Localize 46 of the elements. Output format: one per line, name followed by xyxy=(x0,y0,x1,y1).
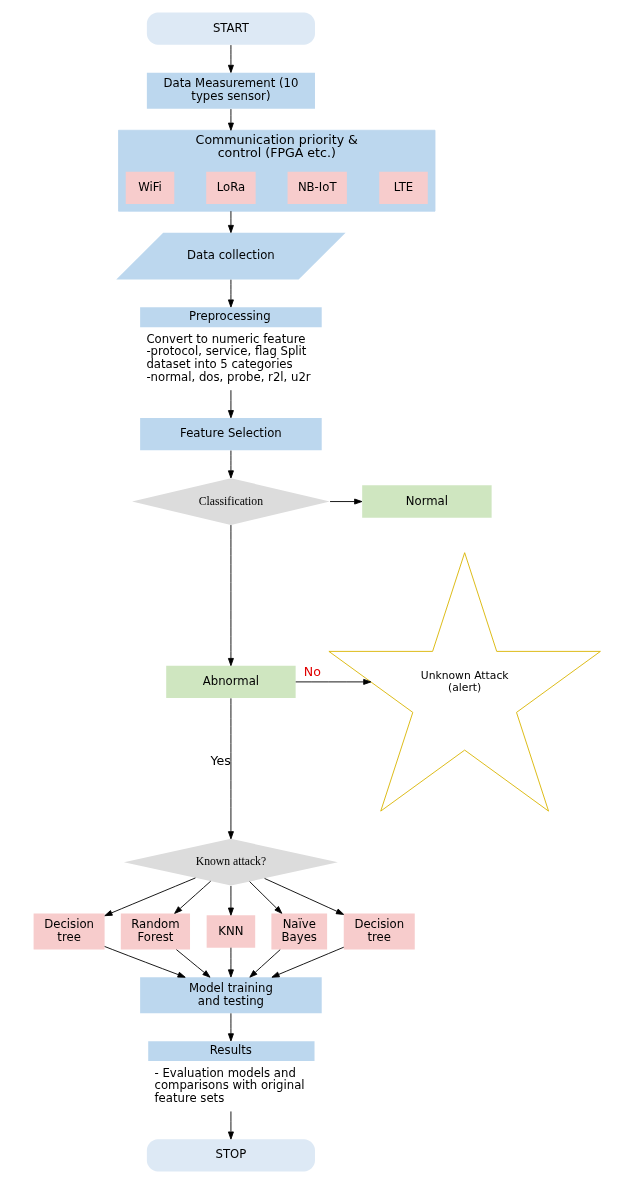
node-diamond: Known attack? xyxy=(123,838,338,886)
arrow xyxy=(227,108,234,131)
node-box: LTE xyxy=(379,171,428,204)
arrow xyxy=(227,1111,234,1140)
arrow xyxy=(227,1012,234,1042)
arrow xyxy=(227,947,234,978)
node-box: Results xyxy=(148,1041,315,1061)
arrow xyxy=(176,949,211,978)
arrow xyxy=(227,389,234,419)
arrow xyxy=(227,885,234,916)
node-diamond: Classification xyxy=(132,478,330,525)
arrow xyxy=(227,210,234,233)
node-box: START xyxy=(146,12,315,45)
node-box: Preprocessing xyxy=(140,307,322,328)
edge-label: Yes xyxy=(210,752,231,768)
arrow xyxy=(329,498,363,505)
arrow xyxy=(227,450,234,479)
arrow xyxy=(264,878,345,915)
node-box: Random Forest xyxy=(120,913,190,950)
arrow xyxy=(249,949,281,978)
node-box: Normal xyxy=(362,485,492,518)
arrow xyxy=(227,697,234,840)
arrow xyxy=(227,524,234,667)
arrow xyxy=(295,678,372,685)
edge-label: No xyxy=(303,663,321,679)
arrow xyxy=(227,44,234,73)
node-box: WiFi xyxy=(125,171,175,204)
node-box: Feature Selection xyxy=(140,417,322,451)
node-label: Convert to numeric feature -protocol, service, flag Split dataset into 5 categories -normal, dos, probe, r2l, u2r xyxy=(146,331,311,384)
node-box: NB-IoT xyxy=(287,171,347,204)
arrow xyxy=(227,279,234,308)
node-label: - Evaluation models and comparisons with original feature sets xyxy=(154,1065,305,1105)
arrow xyxy=(174,880,212,914)
node-box: Model training and testing xyxy=(140,977,322,1014)
node-box: STOP xyxy=(146,1139,315,1172)
node-box: Decision tree xyxy=(33,913,105,950)
node-box: Decision tree xyxy=(343,913,415,950)
arrow xyxy=(271,946,345,978)
arrow xyxy=(249,881,283,914)
node-box: Data Measurement (10 types sensor) xyxy=(146,72,315,109)
arrow xyxy=(104,946,186,978)
node-box: Naïve Bayes xyxy=(271,913,328,950)
node-box: LoRa xyxy=(206,171,256,204)
node-box: KNN xyxy=(206,915,256,948)
arrow xyxy=(104,877,196,917)
node-box: Abnormal xyxy=(166,665,296,699)
